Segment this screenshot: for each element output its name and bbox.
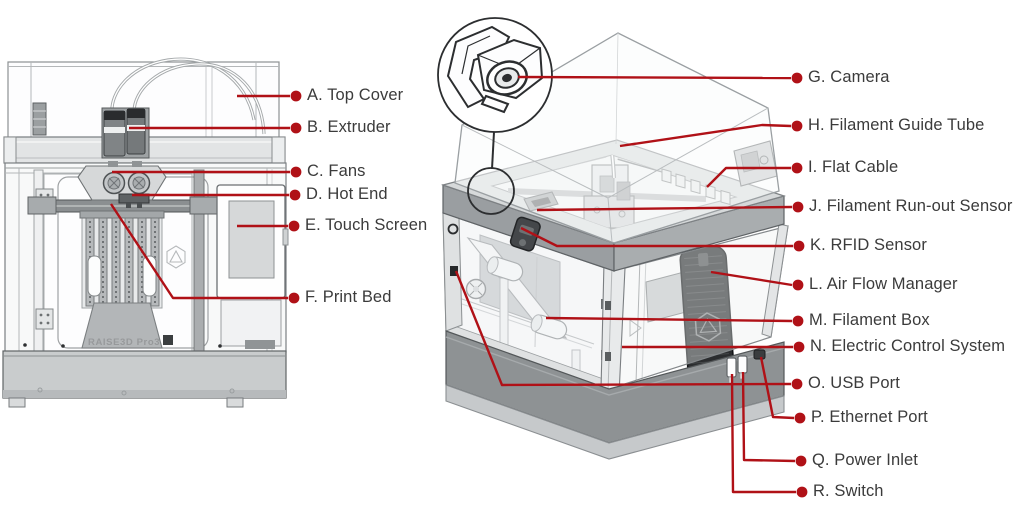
machine-base-iso [445, 330, 785, 460]
leader-dot-ethernet-port [794, 412, 806, 424]
extruder-assembly [101, 107, 150, 159]
label-filament-run-out-sensor: J. Filament Run-out Sensor [809, 197, 1013, 216]
front-view-printer: RAISE3D Pro3 [2, 57, 289, 408]
leader-dot-fans [290, 166, 302, 178]
print-bed-tower: RAISE3D Pro3 [79, 210, 173, 349]
brand-text: RAISE3D Pro3 [88, 337, 160, 348]
extruder-left [103, 110, 126, 157]
label-filament-guide-tube: H. Filament Guide Tube [808, 116, 985, 135]
ethernet-port-art[interactable] [753, 349, 766, 360]
leader-dot-top-cover [290, 90, 302, 102]
leader-line-ethernet-port [759, 356, 795, 420]
spool-holder-top [486, 256, 524, 282]
label-rfid-sensor: K. RFID Sensor [810, 236, 927, 255]
leader-line-air-flow-manager [710, 270, 793, 287]
leader-line-filament-guide-tube [619, 123, 792, 148]
leader-line-filament-run-out-sensor [536, 205, 793, 212]
spool-holder-bottom [530, 314, 568, 340]
print-head [77, 161, 167, 208]
label-usb-port: O. USB Port [808, 374, 900, 393]
filament-clip-block [32, 102, 47, 136]
label-touch-screen: E. Touch Screen [305, 216, 428, 235]
leader-dot-switch [796, 486, 808, 498]
pressure-gauge [465, 278, 487, 300]
leader-dot-filament-run-out-sensor [792, 201, 804, 213]
door-hinge-bottom [35, 308, 54, 330]
label-ethernet-port: P. Ethernet Port [811, 408, 928, 427]
leader-dot-power-inlet [795, 455, 807, 467]
brand-emblem [166, 245, 186, 269]
leader-layer [109, 72, 808, 498]
machine-base [2, 343, 287, 408]
leader-dot-air-flow-manager [792, 279, 804, 291]
label-filament-box: M. Filament Box [809, 311, 930, 330]
brand-badge [163, 335, 173, 345]
leader-dot-usb-port [791, 378, 803, 390]
label-power-inlet: Q. Power Inlet [812, 451, 918, 470]
leader-dot-filament-box [792, 315, 804, 327]
leader-line-usb-port [454, 270, 792, 387]
camera-inset [437, 17, 553, 215]
filament-tubes [110, 57, 266, 135]
label-fans: C. Fans [307, 162, 366, 181]
leader-line-power-inlet [741, 371, 796, 463]
extruder-right [126, 108, 146, 155]
camera-lens [486, 60, 528, 96]
camera-location-circle [467, 167, 515, 215]
label-flat-cable: I. Flat Cable [808, 158, 899, 177]
leader-dot-rfid-sensor [793, 240, 805, 252]
label-top-cover: A. Top Cover [307, 86, 404, 105]
label-switch: R. Switch [813, 482, 884, 501]
leader-dot-electric-control-system [793, 341, 805, 353]
leader-dot-filament-guide-tube [791, 120, 803, 132]
leader-line-rfid-sensor [520, 226, 793, 248]
leader-line-flat-cable [706, 166, 791, 188]
label-print-bed: F. Print Bed [305, 288, 392, 307]
leader-line-print-bed [109, 203, 288, 300]
leader-dot-hot-end [289, 189, 301, 201]
leader-line-switch [730, 373, 796, 494]
camera-art [446, 25, 544, 114]
foot-right [226, 397, 244, 408]
touch-screen-display[interactable] [228, 200, 275, 279]
leader-dot-touch-screen [288, 220, 300, 232]
leader-dot-extruder [290, 122, 302, 134]
fan-left [102, 171, 126, 195]
label-camera: G. Camera [808, 68, 890, 87]
label-air-flow-manager: L. Air Flow Manager [809, 275, 958, 294]
isometric-view-printer [437, 17, 789, 460]
fan-right [127, 171, 151, 195]
leader-line-camera [517, 75, 792, 80]
leader-line-filament-box [545, 316, 793, 323]
leader-dot-flat-cable [791, 162, 803, 174]
label-electric-control-system: N. Electric Control System [810, 337, 1006, 356]
filament-box-interior [458, 234, 595, 387]
touch-screen-panel [216, 184, 289, 349]
label-hot-end: D. Hot End [306, 185, 388, 204]
label-extruder: B. Extruder [307, 118, 391, 137]
usb-port-slot[interactable] [450, 266, 458, 276]
foot-left [8, 397, 26, 408]
frame-hole [447, 223, 459, 235]
leader-dot-camera [791, 72, 803, 84]
leader-dot-print-bed [288, 292, 300, 304]
